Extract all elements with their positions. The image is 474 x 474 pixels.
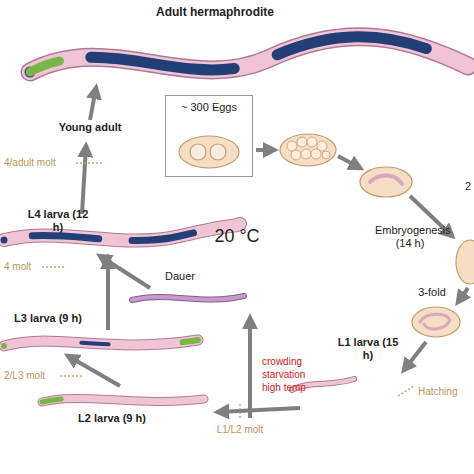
stage-name: Young adult: [59, 121, 122, 134]
stage-name: Dauer: [165, 270, 195, 283]
process-label: Embryogenesis (14 h): [375, 224, 445, 249]
condition-label: crowding: [262, 356, 302, 368]
stage-name: 3-fold: [418, 286, 446, 299]
stage-title: Adult hermaphrodite: [156, 6, 274, 20]
egg-box: ~ 300 Eggs: [165, 95, 253, 177]
molt-label: L1/L2 molt: [217, 424, 264, 436]
stage-name: L4 larva (12 h): [23, 208, 93, 233]
temperature-label: 20 °C: [214, 226, 259, 247]
stage-fragment: 2: [465, 180, 471, 193]
stage-name: L2 larva (9 h): [77, 412, 147, 425]
condition-label: starvation: [262, 369, 305, 381]
molt-label: 4 molt: [4, 261, 31, 273]
molt-label: 2/L3 molt: [4, 370, 45, 382]
molt-label: Hatching: [418, 386, 457, 398]
molt-label: 4/adult molt: [4, 157, 56, 169]
condition-label: high temp: [262, 382, 306, 394]
stage-name: L1 larva (15 h): [333, 336, 403, 361]
stage-name: L3 larva (9 h): [13, 312, 83, 325]
box-label: ~ 300 Eggs: [166, 101, 252, 113]
